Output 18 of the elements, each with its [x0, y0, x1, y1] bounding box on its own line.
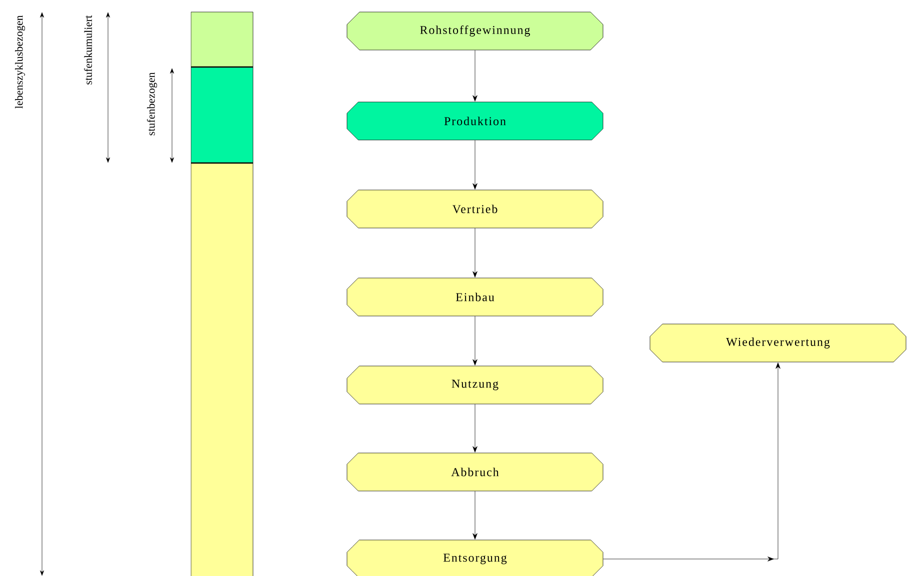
arrow	[472, 404, 478, 452]
process-box: Wiederverwertung	[650, 324, 906, 362]
process-box: Produktion	[346, 102, 604, 140]
dimension-label: stufenbezogen	[146, 72, 158, 136]
dimension-label: stufenkumuliert	[84, 15, 92, 84]
process-box: Nutzung	[346, 366, 604, 404]
process-box: Vertrieb	[346, 190, 604, 228]
process-box: Rohstoffgewinnung	[346, 12, 604, 50]
arrow	[472, 316, 478, 366]
arrow	[603, 362, 780, 562]
arrow	[472, 50, 478, 102]
process-box: Abbruch	[346, 452, 604, 492]
process-box: Entsorgung	[346, 540, 604, 576]
process-box: Einbau	[346, 278, 604, 316]
dimension-label: lebenszyklusbezogen	[15, 15, 25, 108]
arrow	[472, 140, 478, 190]
arrow	[472, 491, 478, 540]
arrow	[472, 228, 478, 278]
